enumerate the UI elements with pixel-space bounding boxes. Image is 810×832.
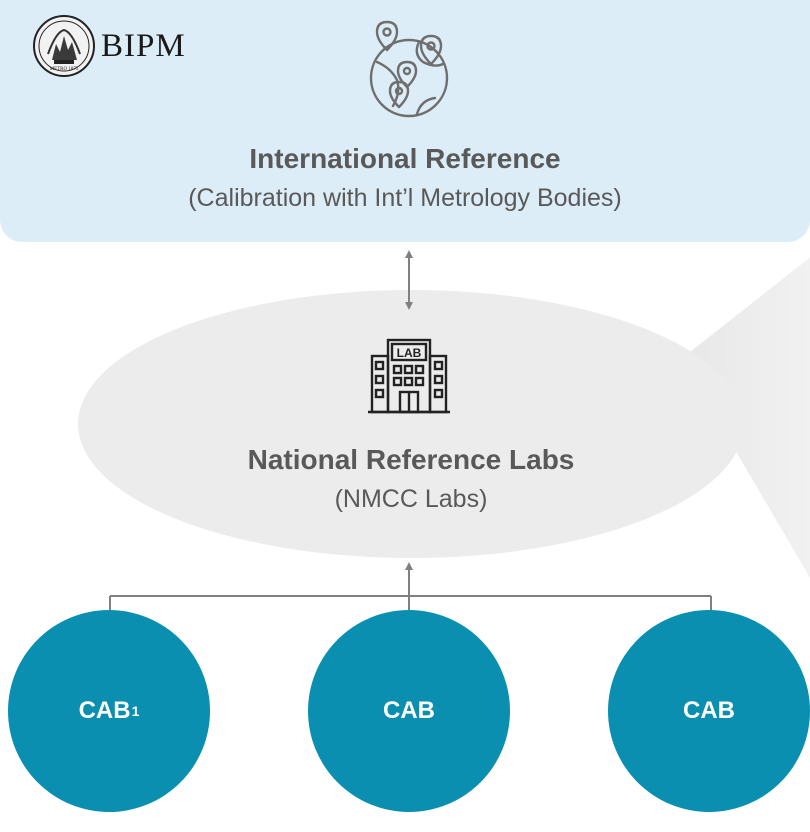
- bipm-seal-text: METRO 1875: [50, 67, 79, 72]
- bipm-logo: METRO 1875 BIPM: [32, 14, 186, 78]
- globe-location-icon: [369, 20, 449, 118]
- cab-circle-3: CAB: [608, 610, 810, 812]
- international-reference-box: METRO 1875 BIPM International Reference …: [0, 0, 810, 242]
- national-reference-title: National Reference Labs: [247, 444, 575, 475]
- international-reference-title: International Reference: [249, 143, 561, 174]
- national-reference-subtitle: (NMCC Labs): [334, 485, 488, 513]
- cab-footnote-1: 1: [131, 703, 140, 719]
- bipm-seal-icon: METRO 1875: [33, 15, 95, 77]
- national-reference-ellipse: [78, 290, 744, 558]
- cab-label-2: CAB: [383, 697, 435, 724]
- cab-circle-2: CAB: [308, 610, 510, 812]
- international-reference-subtitle: (Calibration with Int’l Metrology Bodies…: [188, 184, 622, 212]
- lab-icon-text: LAB: [397, 346, 422, 360]
- lab-building-icon: LAB: [368, 338, 450, 414]
- cab-label-1: CAB: [78, 697, 131, 724]
- cab-label-3: CAB: [683, 697, 735, 724]
- bipm-wordmark: BIPM: [101, 27, 186, 64]
